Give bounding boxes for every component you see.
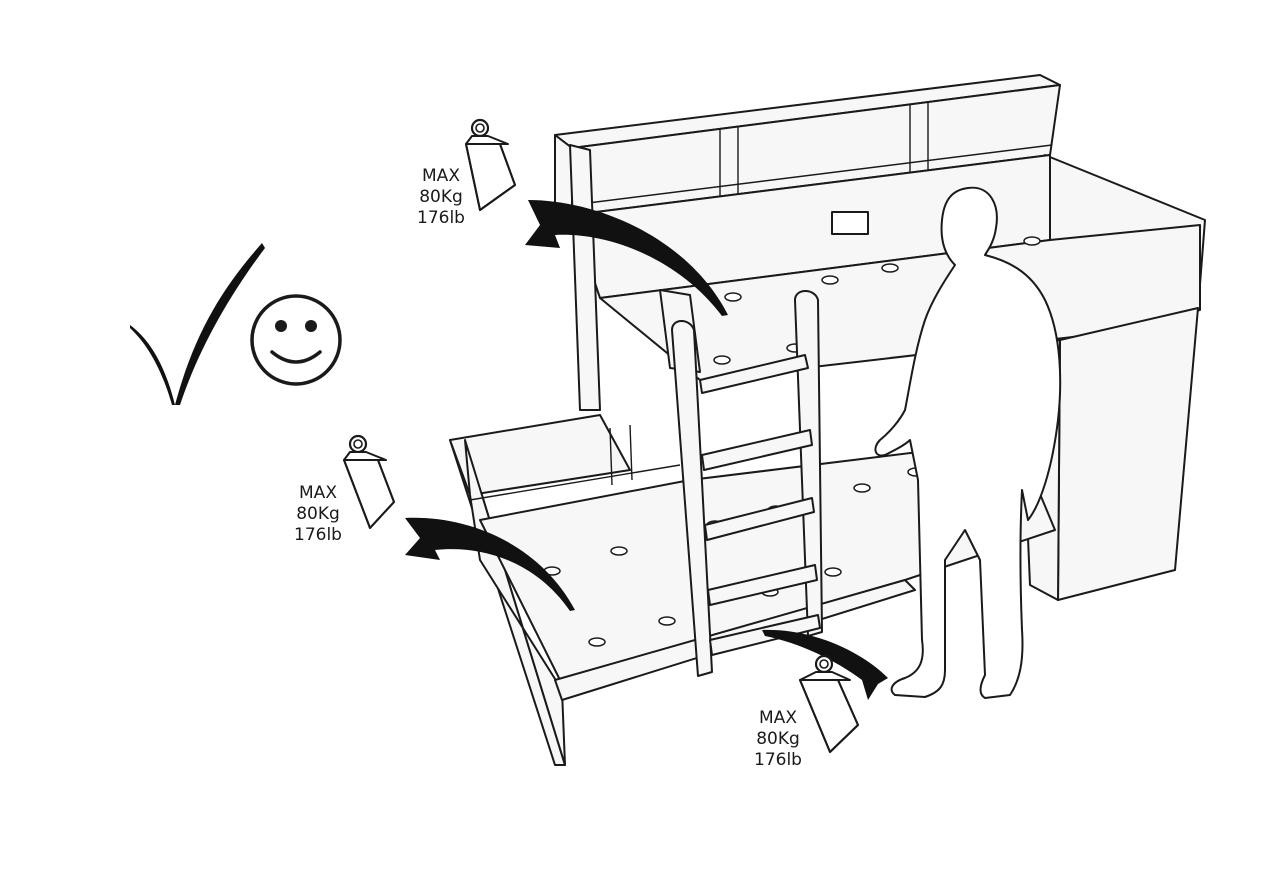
weight-icon bbox=[465, 118, 516, 211]
weight-lb-label: 176lb bbox=[754, 750, 802, 770]
person-silhouette bbox=[874, 186, 1062, 699]
bunk-bed-illustration bbox=[449, 74, 1206, 766]
arrow-upper-bunk bbox=[525, 200, 728, 316]
weight-lb-label: 176lb bbox=[417, 208, 465, 228]
weight-icon bbox=[799, 654, 859, 753]
weight-limit-upper: MAX 80Kg 176lb bbox=[401, 166, 481, 229]
smiley-face-icon bbox=[250, 294, 342, 386]
weight-icon bbox=[343, 434, 395, 529]
weight-kg-label: 80Kg bbox=[756, 729, 800, 749]
weight-lb-label: 176lb bbox=[294, 525, 342, 545]
weight-limit-step: MAX 80Kg 176lb bbox=[738, 708, 818, 771]
weight-kg-label: 80Kg bbox=[419, 187, 463, 207]
weight-max-label: MAX bbox=[299, 483, 337, 503]
weight-limit-lower: MAX 80Kg 176lb bbox=[278, 483, 358, 546]
weight-max-label: MAX bbox=[759, 708, 797, 728]
arrow-lower-bunk bbox=[405, 517, 575, 611]
check-mark-icon bbox=[130, 243, 265, 405]
weight-kg-label: 80Kg bbox=[296, 504, 340, 524]
weight-max-label: MAX bbox=[422, 166, 460, 186]
label-plate bbox=[831, 211, 869, 235]
arrow-step bbox=[762, 629, 888, 700]
